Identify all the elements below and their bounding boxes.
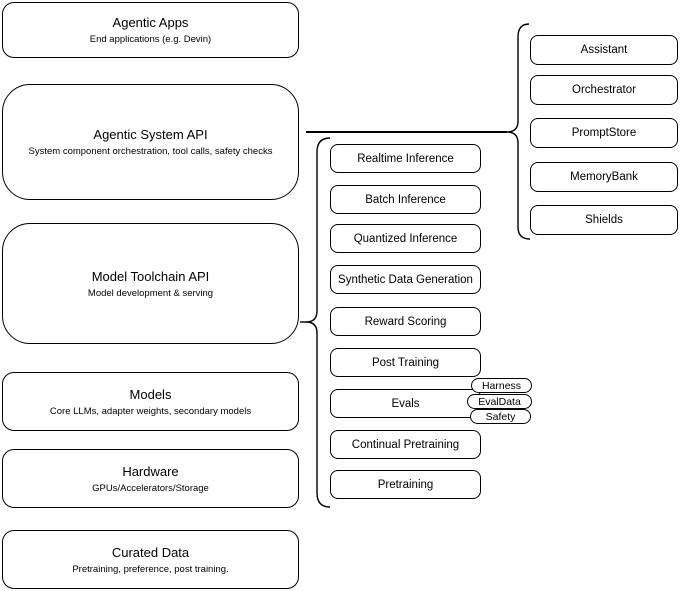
hardware-subtitle: GPUs/Accelerators/Storage bbox=[92, 482, 209, 494]
toolchain-group-brace bbox=[305, 137, 331, 508]
toolchain-item-pretraining: Pretraining bbox=[330, 470, 481, 499]
toolchain-item-reward-scoring: Reward Scoring bbox=[330, 307, 481, 336]
model-toolchain-api-box: Model Toolchain API Model development & … bbox=[2, 223, 299, 344]
agentic-apps-box: Agentic Apps End applications (e.g. Devi… bbox=[2, 2, 299, 58]
curated-data-title: Curated Data bbox=[111, 544, 190, 560]
model-toolchain-api-subtitle: Model development & serving bbox=[87, 287, 214, 299]
hardware-title: Hardware bbox=[122, 463, 179, 479]
system-component-promptstore: PromptStore bbox=[530, 118, 678, 148]
agentic-apps-subtitle: End applications (e.g. Devin) bbox=[89, 34, 212, 45]
curated-data-subtitle: Pretraining, preference, post training. bbox=[72, 563, 229, 575]
toolchain-item-continual-pretraining: Continual Pretraining bbox=[330, 430, 481, 459]
curated-data-box: Curated Data Pretraining, preference, po… bbox=[2, 530, 299, 589]
agentic-system-api-title: Agentic System API bbox=[93, 127, 208, 142]
toolchain-item-batch-inference: Batch Inference bbox=[330, 185, 481, 214]
system-component-shields: Shields bbox=[530, 205, 678, 235]
system-component-orchestrator: Orchestrator bbox=[530, 75, 678, 105]
toolchain-item-post-training: Post Training bbox=[330, 348, 481, 377]
system-components-group-brace bbox=[506, 23, 531, 240]
toolchain-item-evals: Evals bbox=[330, 389, 481, 418]
toolchain-item-realtime-inference: Realtime Inference bbox=[330, 144, 481, 173]
system-component-assistant: Assistant bbox=[530, 35, 678, 65]
eval-tag-evaldata: EvalData bbox=[467, 394, 532, 409]
eval-tag-safety: Safety bbox=[470, 409, 531, 424]
agentic-system-api-box: Agentic System API System component orch… bbox=[2, 84, 299, 200]
hardware-box: Hardware GPUs/Accelerators/Storage bbox=[2, 449, 299, 508]
models-title: Models bbox=[129, 386, 172, 402]
models-subtitle: Core LLMs, adapter weights, secondary mo… bbox=[49, 405, 252, 417]
agentic-system-api-subtitle: System component orchestration, tool cal… bbox=[28, 146, 273, 157]
agentic-apps-title: Agentic Apps bbox=[112, 15, 189, 30]
toolchain-item-quantized-inference: Quantized Inference bbox=[330, 224, 481, 253]
system-component-memorybank: MemoryBank bbox=[530, 162, 678, 192]
eval-tag-harness: Harness bbox=[471, 378, 532, 393]
models-box: Models Core LLMs, adapter weights, secon… bbox=[2, 372, 299, 431]
toolchain-item-synthetic-data-generation: Synthetic Data Generation bbox=[330, 265, 481, 294]
model-toolchain-api-title: Model Toolchain API bbox=[91, 268, 210, 284]
